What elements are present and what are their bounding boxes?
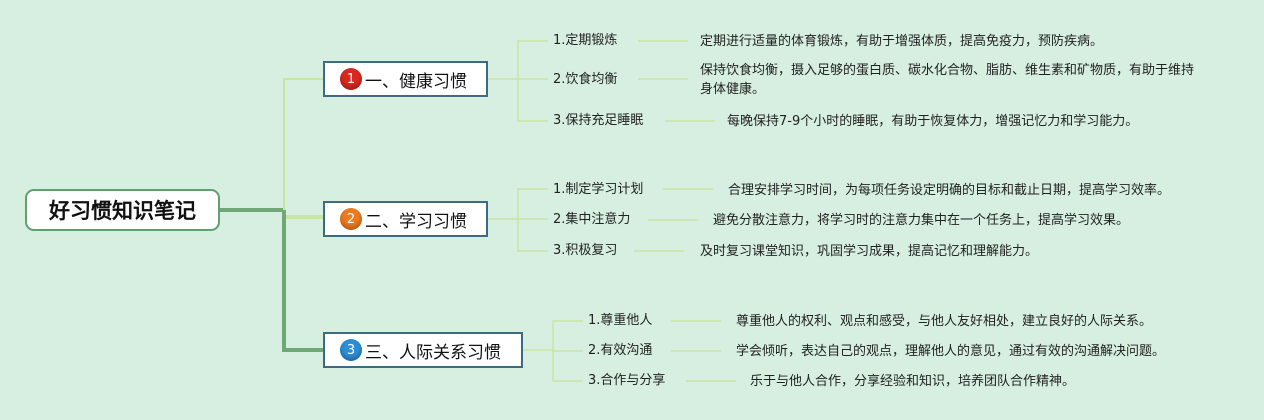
number-1-badge-icon: 1 <box>340 68 362 90</box>
sub-connector <box>517 188 548 252</box>
sub-node[interactable]: 1.制定学习计划 <box>553 182 644 197</box>
root-node[interactable]: 好习惯知识笔记 <box>25 189 220 231</box>
branch-label: 二、学习习惯 <box>365 211 467 232</box>
sub-node-description: 保持饮食均衡，摄入足够的蛋白质、碳水化合物、脂肪、维生素和矿物质，有助于维持身体… <box>700 63 1195 97</box>
sub-node-description: 合理安排学习时间，为每项任务设定明确的目标和截止日期，提高学习效率。 <box>728 183 1171 198</box>
branch-connector-3 <box>282 210 323 352</box>
sub-node[interactable]: 2.有效沟通 <box>588 343 653 358</box>
sub-node[interactable]: 1.定期锻炼 <box>553 33 618 48</box>
root-title: 好习惯知识笔记 <box>49 199 196 223</box>
number-2-badge-icon: 2 <box>340 208 362 230</box>
sub-node-description: 定期进行适量的体育锻炼，有助于增强体质，提高免疫力，预防疾病。 <box>700 34 1104 49</box>
branch-connector-2 <box>282 210 323 219</box>
sub-node-description: 及时复习课堂知识，巩固学习成果，提高记忆和理解能力。 <box>700 244 1039 259</box>
branch-node-study[interactable]: 2 二、学习习惯 <box>323 201 488 237</box>
branch-node-health[interactable]: 1 一、健康习惯 <box>323 61 488 97</box>
number-3-badge-icon: 3 <box>340 339 362 361</box>
sub-node-description: 学会倾听，表达自己的观点，理解他人的意见，通过有效的沟通解决问题。 <box>736 344 1166 359</box>
sub-connector <box>517 40 548 122</box>
sub-node[interactable]: 3.保持充足睡眠 <box>553 113 644 128</box>
sub-node[interactable]: 2.集中注意力 <box>553 212 631 227</box>
sub-node[interactable]: 1.尊重他人 <box>588 313 653 328</box>
branch-connector-1 <box>283 78 323 210</box>
branch-label: 一、健康习惯 <box>365 71 467 92</box>
sub-node[interactable]: 2.饮食均衡 <box>553 72 618 87</box>
sub-node-description: 尊重他人的权利、观点和感受，与他人友好相处，建立良好的人际关系。 <box>736 314 1153 329</box>
sub-node[interactable]: 3.合作与分享 <box>588 373 666 388</box>
sub-node-description: 每晚保持7-9个小时的睡眠，有助于恢复体力，增强记忆力和学习能力。 <box>727 114 1139 129</box>
sub-node-description: 避免分散注意力，将学习时的注意力集中在一个任务上，提高学习效果。 <box>713 213 1130 228</box>
branch-label: 三、人际关系习惯 <box>365 342 501 363</box>
sub-node-description: 乐于与他人合作，分享经验和知识，培养团队合作精神。 <box>750 374 1076 389</box>
sub-node[interactable]: 3.积极复习 <box>553 243 618 258</box>
branch-node-relationships[interactable]: 3 三、人际关系习惯 <box>323 332 523 368</box>
